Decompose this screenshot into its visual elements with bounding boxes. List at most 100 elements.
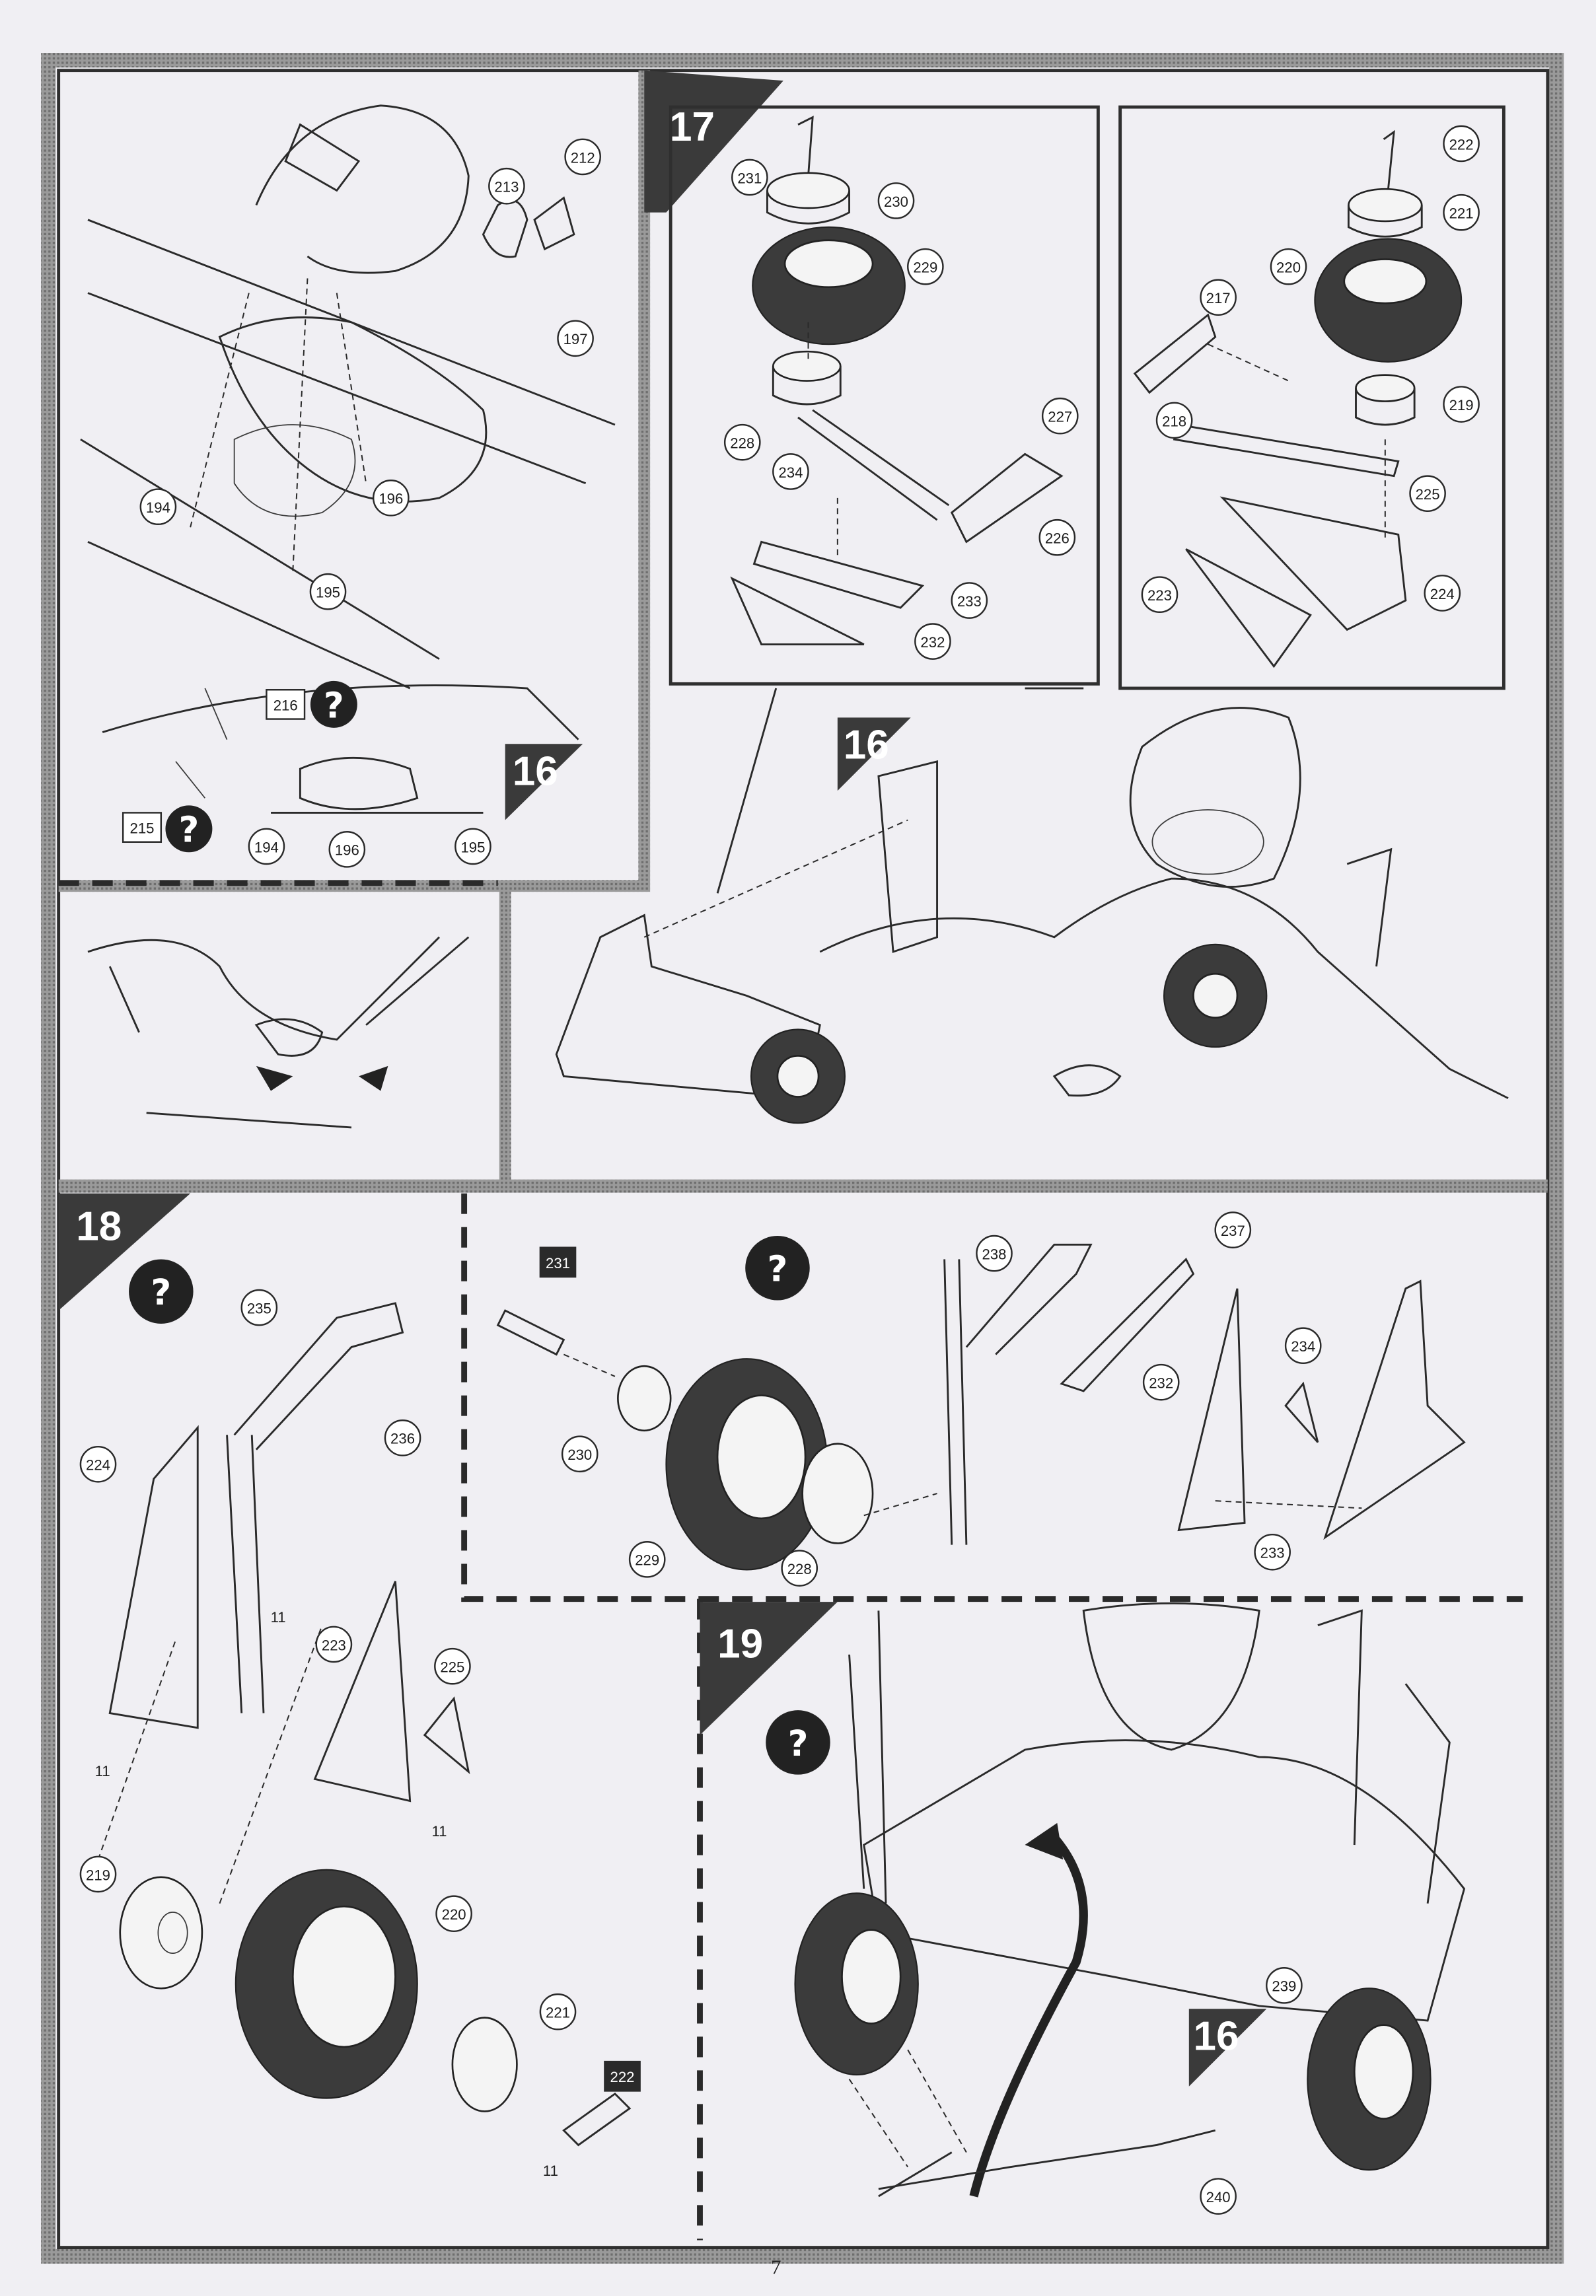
svg-text:230: 230 [567,1447,592,1463]
svg-text:225: 225 [1416,486,1440,503]
paint-ref-11: 11 [95,1763,110,1779]
svg-text:16: 16 [513,748,558,794]
callout-225: 225 [1409,475,1446,513]
svg-text:196: 196 [335,842,359,859]
svg-text:222: 222 [1449,136,1474,153]
optional-part-icon: ? [129,1259,194,1324]
svg-text:212: 212 [571,149,595,166]
svg-text:224: 224 [1430,586,1455,602]
step-16-reference: 16 [1188,2009,1267,2087]
svg-text:11: 11 [95,1763,110,1779]
boxed-callout-215: 215 [122,812,163,843]
callout-233: 233 [1254,1533,1291,1571]
svg-text:225: 225 [440,1659,464,1676]
callout-219: 219 [1443,386,1480,423]
callout-228: 228 [781,1550,818,1587]
svg-text:?: ? [788,1723,809,1764]
main-gear-assembly-drawing [87,1302,632,2147]
callout-221: 221 [539,1993,577,2030]
callout-197: 197 [557,320,594,357]
svg-text:220: 220 [442,1906,466,1923]
optional-part-icon: ? [745,1235,810,1301]
callout-218: 218 [1155,402,1193,439]
svg-text:231: 231 [546,1255,570,1272]
nose-gear-assembly-drawing [496,1243,1466,1571]
nose-gear-exploded-drawing [730,116,1064,645]
svg-text:?: ? [324,685,344,726]
optional-part-icon: ? [310,680,357,728]
step-17-right-box [1118,105,1505,690]
svg-text:234: 234 [778,464,803,481]
callout-196: 196 [328,831,366,868]
svg-text:224: 224 [86,1457,110,1474]
callout-221: 221 [1443,194,1480,231]
svg-text:11: 11 [271,1609,286,1626]
callout-217: 217 [1200,279,1237,316]
callout-237: 237 [1214,1211,1252,1248]
boxed-callout-216: 216 [266,689,306,720]
svg-text:?: ? [151,1272,171,1313]
svg-text:197: 197 [563,331,588,347]
step-17-label: 17 [644,70,783,213]
svg-text:230: 230 [884,194,908,210]
callout-213: 213 [488,167,525,205]
cockpit-drawing [80,104,616,1129]
optional-part-icon: ? [766,1710,830,1775]
callout-229: 229 [907,248,944,285]
svg-text:232: 232 [1149,1375,1173,1392]
callout-224: 224 [1424,575,1461,612]
svg-text:233: 233 [1260,1545,1285,1561]
svg-text:229: 229 [913,260,937,276]
callout-227: 227 [1041,397,1079,435]
callout-220: 220 [435,1895,472,1933]
svg-text:236: 236 [390,1431,415,1447]
svg-text:?: ? [179,810,200,851]
svg-text:194: 194 [254,839,279,855]
svg-text:226: 226 [1045,530,1070,547]
page-border [41,53,1564,2264]
callout-219: 219 [79,1855,117,1893]
step-16-reference: 16 [505,744,583,820]
callout-233: 233 [951,582,988,619]
inner-frame [57,69,1550,2250]
svg-text:216: 216 [273,697,298,713]
callout-234: 234 [1284,1327,1322,1365]
svg-text:231: 231 [737,170,762,186]
callout-230: 230 [877,182,915,219]
svg-text:213: 213 [494,179,519,196]
callout-240: 240 [1200,2178,1237,2215]
svg-text:239: 239 [1272,1978,1296,1995]
fuselage-underside-drawing [555,687,1509,1124]
callout-223: 223 [1141,576,1179,613]
svg-text:238: 238 [982,1246,1007,1262]
callout-195: 195 [309,573,347,610]
svg-text:17: 17 [669,104,715,150]
final-gear-installation-drawing [794,1602,1466,2198]
svg-text:219: 219 [1449,397,1474,413]
callout-222: 222 [1443,125,1480,162]
callout-231: 231 [731,159,768,196]
step-16-reference: 16 [837,717,911,791]
svg-text:19: 19 [717,1621,763,1667]
svg-text:?: ? [768,1249,788,1290]
svg-text:218: 218 [1162,413,1186,429]
svg-text:221: 221 [1449,205,1474,222]
step-19-label: 19 [700,1602,838,1735]
callout-220: 220 [1270,248,1307,285]
callout-225: 225 [434,1647,471,1685]
svg-text:195: 195 [316,585,340,601]
callout-239: 239 [1266,1967,1303,2004]
svg-text:223: 223 [322,1637,346,1653]
svg-text:18: 18 [76,1204,122,1250]
main-gear-exploded-drawing [1133,129,1463,668]
paint-ref-11: 11 [543,2163,558,2179]
callout-224: 224 [79,1445,117,1483]
svg-text:227: 227 [1048,409,1072,425]
svg-text:232: 232 [920,634,945,651]
callout-232: 232 [1142,1363,1180,1401]
svg-text:215: 215 [130,820,155,836]
panel-dividers [58,70,1548,2241]
page-number: 7 [771,2255,781,2278]
boxed-callout-231: 231 [539,1246,577,1278]
